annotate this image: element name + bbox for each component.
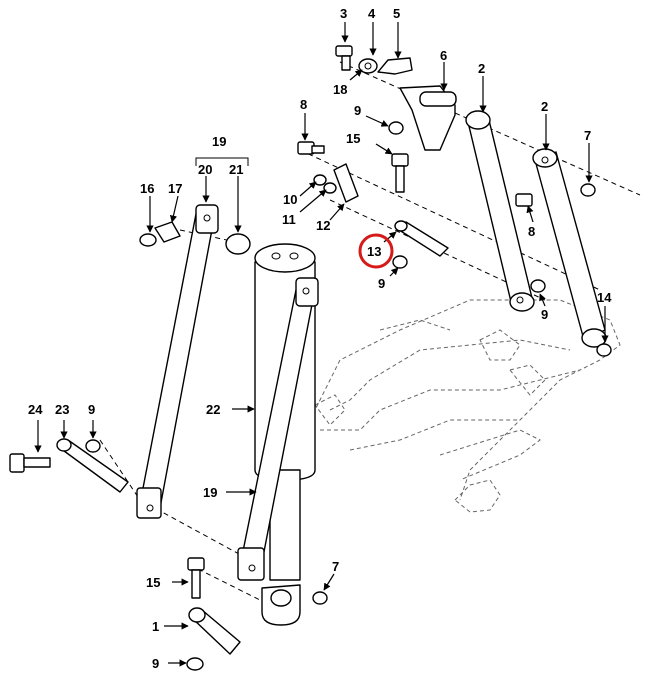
- nut-9-center: [392, 255, 408, 269]
- callout-11: 11: [282, 212, 296, 227]
- pin-23: [56, 438, 129, 493]
- plate-12: [333, 163, 359, 203]
- callout-9d: 9: [88, 402, 95, 417]
- callout-12: 12: [316, 218, 330, 233]
- bracket-19: [195, 157, 249, 166]
- callout-13: 13: [367, 244, 381, 259]
- callout-2a: 2: [478, 61, 485, 76]
- callout-5: 5: [393, 6, 400, 21]
- callout-7a: 7: [584, 128, 591, 143]
- callout-6: 6: [440, 48, 447, 63]
- callout-22: 22: [206, 402, 220, 417]
- washer-7-top: [580, 183, 596, 197]
- arm-19-back: [136, 204, 219, 519]
- callout-3: 3: [340, 6, 347, 21]
- bolt-8-right: [515, 193, 533, 207]
- leader-lines: [34, 22, 609, 667]
- callout-2b: 2: [541, 99, 548, 114]
- pin-1: [188, 607, 241, 655]
- callout-7b: 7: [332, 559, 339, 574]
- pivot-bracket: [399, 85, 457, 151]
- nut-9-bottom: [186, 657, 204, 671]
- callout-15b: 15: [146, 575, 160, 590]
- pin-16-17: [139, 221, 181, 247]
- washer-14: [596, 343, 612, 357]
- callout-9e: 9: [152, 656, 159, 671]
- callout-8b: 8: [528, 224, 535, 239]
- pin-13: [394, 220, 449, 257]
- nut-18: [358, 58, 378, 74]
- callout-8a: 8: [300, 97, 307, 112]
- callout-9a: 9: [354, 103, 361, 118]
- callout-23: 23: [55, 402, 69, 417]
- callout-24: 24: [28, 402, 43, 417]
- callout-20: 20: [198, 162, 212, 177]
- callout-labels: 3 4 5 18 6 2 2 8 9 15 7 19 20 21 16 17 1…: [28, 6, 612, 671]
- lift-arm-link-2a: [465, 110, 535, 312]
- clip-5: [377, 57, 413, 75]
- bolt-3: [335, 45, 353, 71]
- washer-7-bottom: [312, 591, 328, 605]
- nut-9-right: [530, 279, 546, 293]
- callout-9c: 9: [541, 307, 548, 322]
- bushing-21: [225, 233, 251, 255]
- arm-19-front: [237, 277, 319, 581]
- callout-15a: 15: [346, 131, 360, 146]
- bolt-24: [9, 453, 51, 473]
- washer-9-top: [388, 121, 404, 135]
- nut-9-left: [85, 439, 101, 453]
- bolt-15-bottom: [187, 557, 205, 599]
- callout-18: 18: [333, 82, 347, 97]
- callout-9b: 9: [378, 276, 385, 291]
- washers-10-11: [313, 174, 337, 194]
- bolt-15-top: [391, 153, 409, 193]
- callout-17: 17: [168, 181, 182, 196]
- callout-19b: 19: [203, 485, 217, 500]
- callout-16: 16: [140, 181, 154, 196]
- callout-1: 1: [152, 619, 159, 634]
- callout-14: 14: [597, 290, 612, 305]
- loader-frame-outline: [309, 299, 621, 513]
- callout-21: 21: [229, 162, 243, 177]
- highlight-ring-13: [358, 233, 394, 269]
- bolt-8-top: [297, 141, 325, 155]
- callout-19a: 19: [212, 134, 226, 149]
- callout-10: 10: [283, 192, 297, 207]
- callout-4: 4: [368, 6, 376, 21]
